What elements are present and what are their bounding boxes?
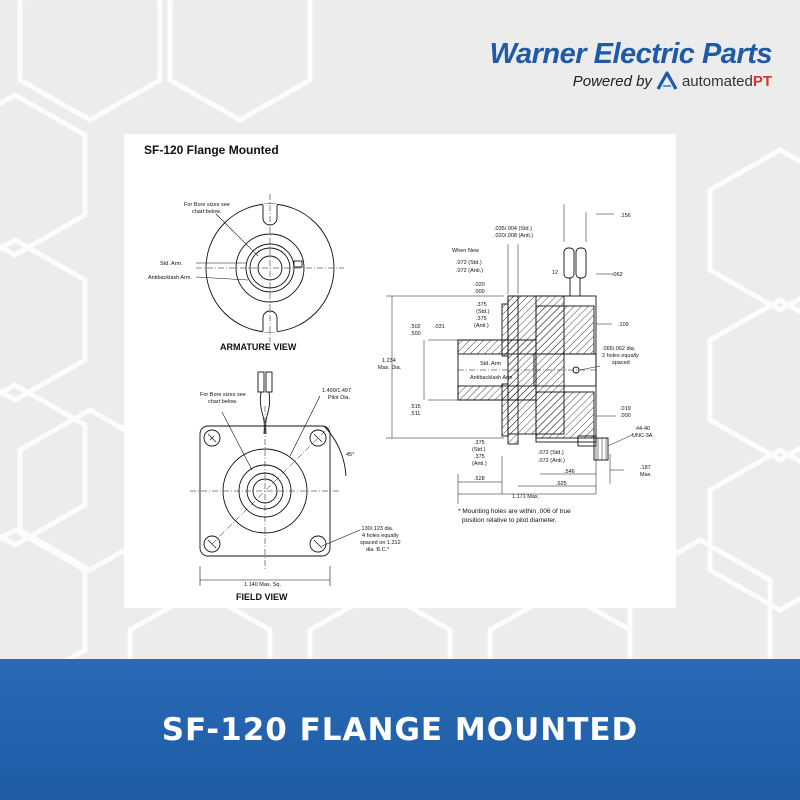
dim-502-1: .502 (410, 324, 421, 330)
dim-375-4: (Anti.) (474, 323, 489, 329)
dim-440-2: UNC-3A (632, 433, 653, 439)
dim-072-2: .072 (Anti.) (456, 268, 483, 274)
field-view-label: FIELD VIEW (236, 592, 288, 602)
field-view (190, 371, 361, 586)
pt-text: PT (752, 72, 772, 90)
dim-020-2: .000 (474, 289, 485, 295)
dim-375-2: (Std.) (476, 309, 490, 315)
armature-bore-note-1: For Bore sizes see (184, 202, 230, 208)
dim-031: .031 (434, 324, 445, 330)
field-holes-2: 4 holes equally (362, 533, 399, 539)
dim-b072-2: .072 (Anti.) (538, 458, 565, 464)
dim-515-1: .515 (410, 404, 421, 410)
dim-l375-1: .375 (474, 440, 485, 446)
dim-625: .625 (556, 481, 567, 487)
footer-banner: SF-120 FLANGE MOUNTED (0, 659, 800, 800)
dim-019-2: .000 (620, 413, 631, 419)
dim-065-2: 2 holes equally (602, 353, 639, 359)
hexagon-background (0, 0, 800, 660)
field-width: 1.140 Max. Sq. (244, 582, 281, 588)
dim-502-2: .500 (410, 331, 421, 337)
dim-072-1: .072 (Std.) (456, 260, 482, 266)
armature-anti-arm: Antibacklash Arm. (148, 275, 192, 281)
dim-440-1: #4-40 (636, 426, 650, 432)
armature-bore-note-2: chart below. (192, 209, 222, 215)
dim-187-2: Max. (640, 472, 652, 478)
dim-546: .546 (564, 469, 575, 475)
automated-text: automated (681, 72, 753, 90)
field-holes-3: spaced on 1.312 (360, 540, 401, 546)
dim-187-1: .187 (640, 465, 651, 471)
dim-12: 12 (552, 270, 558, 276)
field-bore-note-1: For Bore sizes see (200, 392, 246, 398)
brand-logo-block[interactable]: Warner Electric Parts Powered by automat… (489, 38, 773, 92)
side-std-arm: Std. Arm (480, 361, 502, 367)
side-anti-arm: Antibacklash Arm (470, 375, 513, 381)
field-holes-1: .130/.123 dia. (360, 526, 394, 532)
dim-109: .109 (618, 322, 629, 328)
dim-062: .062 (612, 272, 623, 278)
dim-b072-1: .072 (Std.) (538, 450, 564, 456)
dim-1234-2: Max. Dia. (378, 365, 402, 371)
field-bore-note-2: chart below. (208, 399, 238, 405)
dim-035-1: .035/.004 (Std.) (494, 226, 532, 232)
field-angle: 45° (346, 452, 354, 458)
dim-when-new: When New (452, 248, 479, 254)
dim-l375-2: (Std.) (472, 447, 486, 453)
dim-065-1: .065/.062 dia. (602, 346, 636, 352)
powered-by-text: Powered by (572, 72, 652, 90)
mounting-note-2: position relative to pilot diameter. (462, 517, 557, 524)
dim-035-2: .020/.008 (Anti.) (494, 233, 533, 239)
brand-title: Warner Electric Parts (489, 38, 773, 70)
dim-l375-4: (Anti.) (472, 461, 487, 467)
dim-l375-3: .375 (474, 454, 485, 460)
dim-1234-1: 1.234 (382, 358, 396, 364)
field-holes-4: dia. B.C.* (366, 547, 390, 553)
dim-528: .528 (474, 476, 485, 482)
dim-1171: 1.171 Max. (512, 494, 540, 500)
dim-515-2: .511 (410, 411, 420, 417)
armature-std-arm: Std. Arm. (160, 261, 183, 267)
armature-view (195, 194, 344, 342)
mounting-note-1: * Mounting holes are within .006 of true (458, 508, 571, 515)
field-pilot-1: 1.499/1.497 (322, 388, 351, 394)
armature-view-label: ARMATURE VIEW (220, 342, 297, 352)
field-pilot-2: Pilot Dia. (328, 395, 350, 401)
dim-019-1: .019 (620, 406, 631, 412)
automatedpt-logo-icon (656, 71, 678, 90)
dim-156: .156 (620, 213, 631, 219)
drawing-svg: SF-120 Flange Mounted For Bore sizes see… (144, 143, 653, 602)
dim-375-1: .375 (476, 302, 487, 308)
side-section-view (386, 204, 635, 504)
drawing-title: SF-120 Flange Mounted (144, 143, 279, 157)
dim-020-1: .020 (474, 282, 485, 288)
dim-065-3: spaced (612, 360, 630, 366)
technical-drawing: SF-120 Flange Mounted For Bore sizes see… (124, 134, 676, 608)
footer-title: SF-120 FLANGE MOUNTED (161, 711, 639, 748)
dim-375-3: .375 (476, 316, 487, 322)
